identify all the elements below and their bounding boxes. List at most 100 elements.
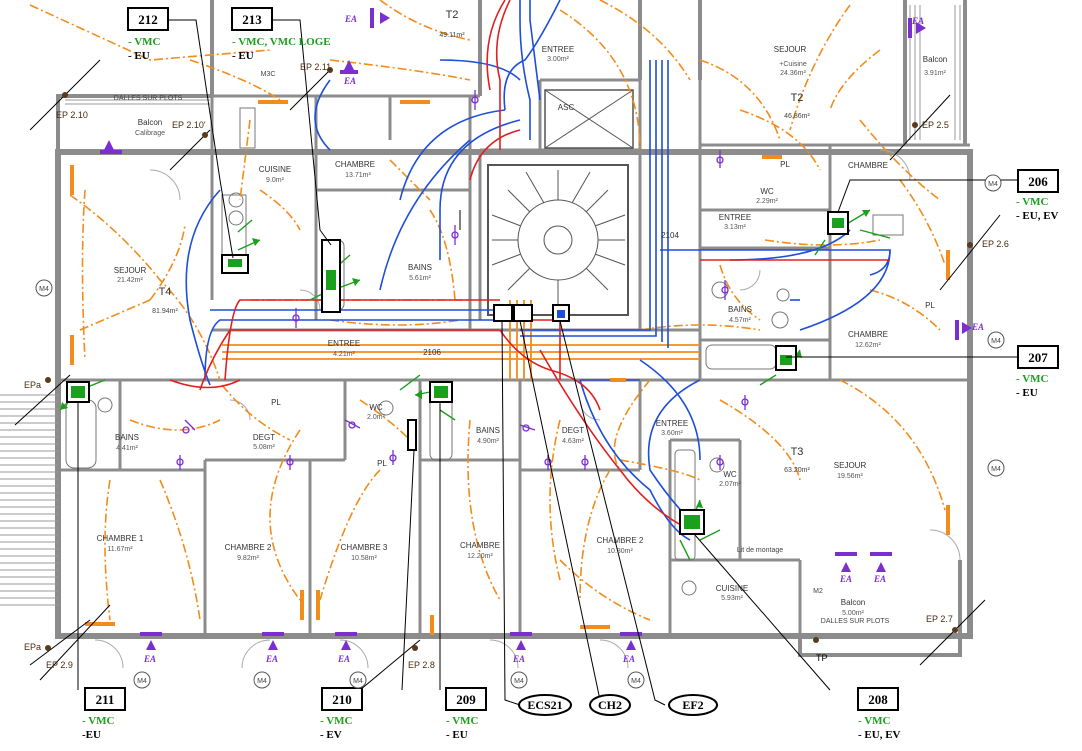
- svg-text:3.91m²: 3.91m²: [924, 70, 946, 77]
- ep-dots: [45, 67, 973, 651]
- svg-text:5.08m²: 5.08m²: [253, 444, 275, 451]
- svg-text:M2: M2: [813, 588, 823, 595]
- staircase: [487, 89, 634, 316]
- svg-text:12.62m²: 12.62m²: [855, 342, 881, 349]
- svg-text:ASC: ASC: [558, 103, 575, 112]
- svg-text:3.60m²: 3.60m²: [661, 430, 683, 437]
- svg-text:WC: WC: [723, 470, 737, 479]
- svg-text:13.71m²: 13.71m²: [345, 172, 371, 179]
- svg-text:TP: TP: [816, 653, 828, 663]
- svg-text:DEGT: DEGT: [562, 426, 584, 435]
- svg-text:CHAMBRE: CHAMBRE: [848, 330, 888, 339]
- svg-text:SEJOUR: SEJOUR: [114, 266, 147, 275]
- balcony-hatch-top: [65, 5, 961, 140]
- svg-text:3.00m²: 3.00m²: [547, 56, 569, 63]
- svg-text:24.36m²: 24.36m²: [780, 70, 806, 77]
- svg-text:T2: T2: [791, 92, 804, 104]
- svg-text:EP 2.10: EP 2.10: [56, 110, 88, 120]
- svg-text:EA: EA: [143, 654, 156, 664]
- svg-text:EA: EA: [344, 14, 357, 24]
- callout-leaders: [77, 19, 1020, 706]
- ea-labels: EA EA EA EA EA EA EA EA EA EA EA: [143, 14, 984, 664]
- svg-text:EPa: EPa: [24, 642, 41, 652]
- svg-text:11.67m²: 11.67m²: [107, 546, 133, 553]
- svg-text:EA: EA: [265, 654, 278, 664]
- svg-text:DALLES SUR PLOTS: DALLES SUR PLOTS: [114, 95, 183, 102]
- svg-text:CUISINE: CUISINE: [716, 584, 748, 593]
- upper-walls: [56, 0, 967, 657]
- svg-text:T3: T3: [791, 446, 804, 458]
- svg-text:- VMC: - VMC: [128, 36, 161, 48]
- svg-text:EA: EA: [337, 654, 350, 664]
- svg-text:208: 208: [868, 692, 888, 707]
- svg-text:207: 207: [1028, 350, 1048, 365]
- svg-text:BAINS: BAINS: [728, 305, 752, 314]
- svg-text:EP 2.10': EP 2.10': [172, 120, 206, 130]
- svg-text:SEJOUR: SEJOUR: [774, 45, 807, 54]
- orange-circuits: [29, 0, 946, 621]
- svg-text:CUISINE: CUISINE: [259, 165, 291, 174]
- svg-text:10.30m²: 10.30m²: [607, 548, 633, 555]
- callout-212: 212 - VMC - EU: [127, 7, 169, 62]
- svg-text:PL: PL: [925, 301, 935, 310]
- svg-text:EP 2.9: EP 2.9: [46, 660, 73, 670]
- svg-text:12.20m²: 12.20m²: [467, 553, 493, 560]
- svg-text:WC: WC: [369, 403, 383, 412]
- room-labels: ENTREE 3.00m² SEJOUR +Cuisine 24.36m² Ba…: [97, 45, 948, 617]
- svg-text:CHAMBRE 3: CHAMBRE 3: [341, 543, 388, 552]
- svg-text:BAINS: BAINS: [408, 263, 432, 272]
- svg-text:M4: M4: [39, 286, 49, 293]
- svg-text:4.21m²: 4.21m²: [333, 351, 355, 358]
- ea-inlets: [100, 8, 972, 650]
- svg-text:T2: T2: [446, 9, 459, 21]
- svg-text:- EU, EV: - EU, EV: [858, 729, 901, 741]
- svg-text:M4: M4: [137, 678, 147, 685]
- svg-text:ENTREE: ENTREE: [542, 45, 574, 54]
- svg-text:9.82m²: 9.82m²: [237, 555, 259, 562]
- svg-text:EPa: EPa: [24, 380, 41, 390]
- svg-text:211: 211: [96, 692, 115, 707]
- svg-text:212: 212: [138, 12, 158, 27]
- door-swings: [94, 149, 961, 669]
- purple-regulators: [176, 90, 749, 470]
- svg-text:2104: 2104: [661, 231, 679, 240]
- svg-text:BAINS: BAINS: [476, 426, 500, 435]
- svg-text:CHAMBRE 2: CHAMBRE 2: [597, 536, 644, 545]
- svg-text:EA: EA: [873, 574, 886, 584]
- svg-text:- VMC, VMC LOGE: - VMC, VMC LOGE: [232, 36, 331, 48]
- svg-text:PL: PL: [271, 398, 281, 407]
- svg-text:2106: 2106: [423, 348, 441, 357]
- vent-box-inner: [71, 218, 844, 529]
- callout-210: 210 - VMC - EV: [320, 687, 363, 741]
- svg-text:CHAMBRE: CHAMBRE: [848, 161, 888, 170]
- svg-text:EP 2.11: EP 2.11: [300, 62, 331, 72]
- svg-text:ECS21: ECS21: [527, 698, 562, 712]
- svg-text:M3C: M3C: [261, 71, 276, 78]
- svg-text:DEGT: DEGT: [253, 433, 275, 442]
- svg-text:-EU: -EU: [82, 729, 101, 741]
- ep-labels: EP 2.10 EP 2.10' EP 2.11 EP 2.5 EP 2.6 E…: [24, 62, 1009, 670]
- red-pipes: [169, 0, 890, 531]
- svg-text:SEJOUR: SEJOUR: [834, 461, 867, 470]
- svg-text:M4: M4: [514, 678, 524, 685]
- svg-text:Balcon: Balcon: [923, 55, 947, 64]
- svg-text:46.86m²: 46.86m²: [784, 113, 810, 120]
- svg-text:206: 206: [1028, 174, 1048, 189]
- svg-text:- EU: - EU: [128, 50, 150, 62]
- svg-text:- EV: - EV: [320, 729, 342, 741]
- svg-text:CHAMBRE 1: CHAMBRE 1: [97, 534, 144, 543]
- svg-text:M4: M4: [631, 678, 641, 685]
- shaft-label-ef2: EF2: [668, 694, 718, 716]
- svg-text:213: 213: [242, 12, 262, 27]
- svg-text:- VMC: - VMC: [1016, 373, 1049, 385]
- svg-text:5.93m²: 5.93m²: [721, 595, 743, 602]
- svg-text:EA: EA: [971, 322, 984, 332]
- svg-text:CHAMBRE: CHAMBRE: [460, 541, 500, 550]
- svg-text:ENTREE: ENTREE: [656, 419, 688, 428]
- svg-text:63.20m²: 63.20m²: [784, 467, 810, 474]
- svg-text:M4: M4: [353, 678, 363, 685]
- svg-text:EA: EA: [911, 16, 924, 26]
- svg-text:DALLES SUR PLOTS: DALLES SUR PLOTS: [821, 618, 890, 625]
- svg-text:49.11m²: 49.11m²: [439, 32, 465, 39]
- svg-text:2.0m²: 2.0m²: [367, 414, 386, 421]
